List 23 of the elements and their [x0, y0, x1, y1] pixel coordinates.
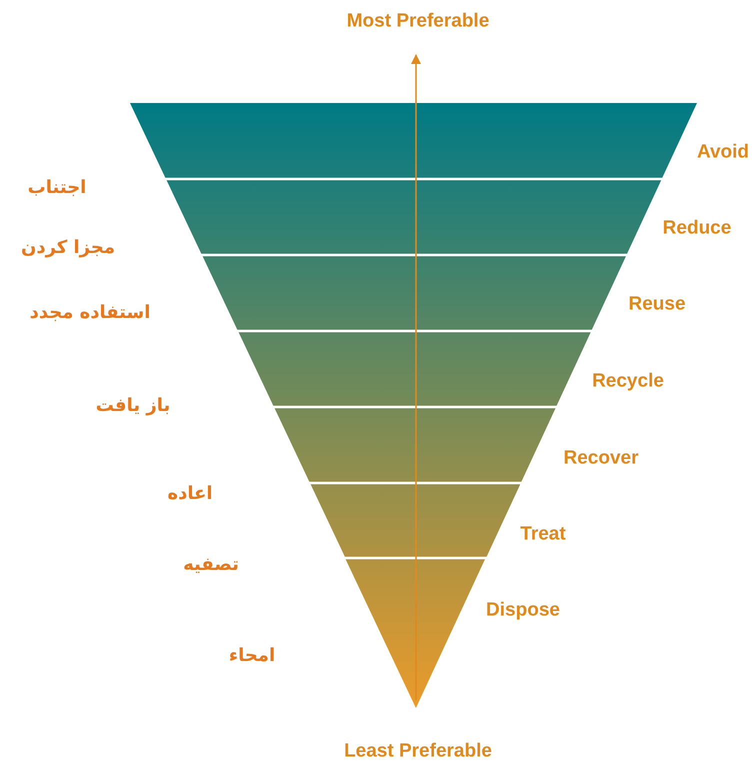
- band-label: Recycle: [592, 372, 664, 392]
- band-label: Avoid: [696, 142, 750, 164]
- translation-label: اعاده: [167, 484, 213, 504]
- band-label: Recover: [564, 448, 638, 470]
- translation-label: باز یافت: [96, 396, 170, 416]
- band-label: Treat: [520, 524, 566, 546]
- translation-label: تصفیه: [183, 555, 239, 575]
- band-label: Dispose: [486, 600, 560, 622]
- translation-label: امحاء: [228, 646, 276, 666]
- pyramid-triangle: [345, 558, 486, 708]
- axis-label: Least Preferable: [344, 742, 492, 762]
- translation-label: استفاده مجدد: [30, 303, 150, 323]
- axis-label: Most Preferable: [346, 12, 490, 32]
- pyramid-band: [310, 483, 520, 558]
- band-label: Reduce: [662, 218, 732, 240]
- pyramid-band: [130, 103, 697, 179]
- translation-label: اجتناب: [28, 178, 86, 198]
- translation-label: مجزا کردن: [20, 238, 116, 258]
- band-label: Reuse: [628, 294, 686, 316]
- pyramid-band: [202, 255, 626, 331]
- pyramid-band: [274, 407, 556, 483]
- pyramid-band: [166, 179, 662, 255]
- pyramid-band: [238, 331, 592, 407]
